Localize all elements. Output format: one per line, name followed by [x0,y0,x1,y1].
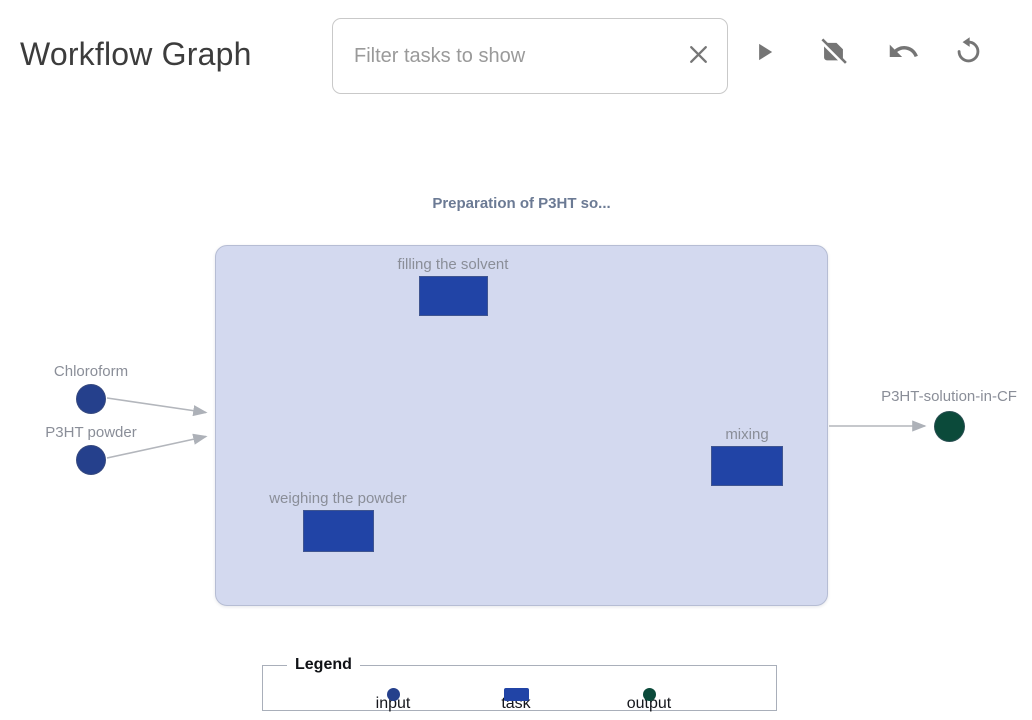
toggle-minimap-button[interactable] [813,33,853,73]
filter-input-wrapper [332,18,728,94]
legend-item-input: input [353,688,433,713]
workflow-title: Preparation of P3HT so... [432,195,611,212]
legend-item-label: input [375,695,411,712]
legend-item-output: output [609,688,689,713]
task-label: mixing [725,426,769,443]
task-node-weighing-the-powder[interactable]: weighing the powder [258,489,418,552]
input-label: Chloroform [53,363,129,380]
page-title: Workflow Graph [20,36,252,72]
input-shape [76,445,106,475]
input-marker-icon [386,688,400,701]
output-shape [933,411,965,442]
input-node-chloroform[interactable]: Chloroform [11,362,171,414]
input-shape [76,384,106,414]
task-label: filling the solvent [397,256,509,273]
legend-item-task: task [476,688,556,713]
play-icon [751,39,777,68]
output-node-p3ht-solution-in-cf[interactable]: P3HT-solution-in-CF [864,387,1032,442]
task-shape [302,510,374,552]
task-node-filling-the-solvent[interactable]: filling the solvent [373,255,533,316]
clear-filter-button[interactable] [682,42,727,70]
legend-title: Legend [295,656,352,673]
task-shape [418,276,488,316]
close-icon [686,42,711,70]
task-shape [711,446,783,486]
task-label: weighing the powder [269,490,407,507]
reset-view-button[interactable] [948,33,988,73]
reset-icon [953,36,984,70]
undo-icon [887,35,920,71]
hide-minimap-icon [818,36,849,70]
output-marker-icon [642,688,656,701]
input-node-p3ht-powder[interactable]: P3HT powder [11,423,171,475]
legend: Legend input task output [262,656,777,713]
undo-button[interactable] [883,33,923,73]
filter-input[interactable] [333,44,682,68]
output-label: P3HT-solution-in-CF [881,388,1017,405]
run-workflow-button[interactable] [744,33,784,73]
task-marker-icon [503,688,529,701]
task-node-mixing[interactable]: mixing [667,425,827,486]
input-label: P3HT powder [45,424,137,441]
workflow-group-container[interactable] [215,245,828,606]
legend-item-label: output [626,695,672,712]
